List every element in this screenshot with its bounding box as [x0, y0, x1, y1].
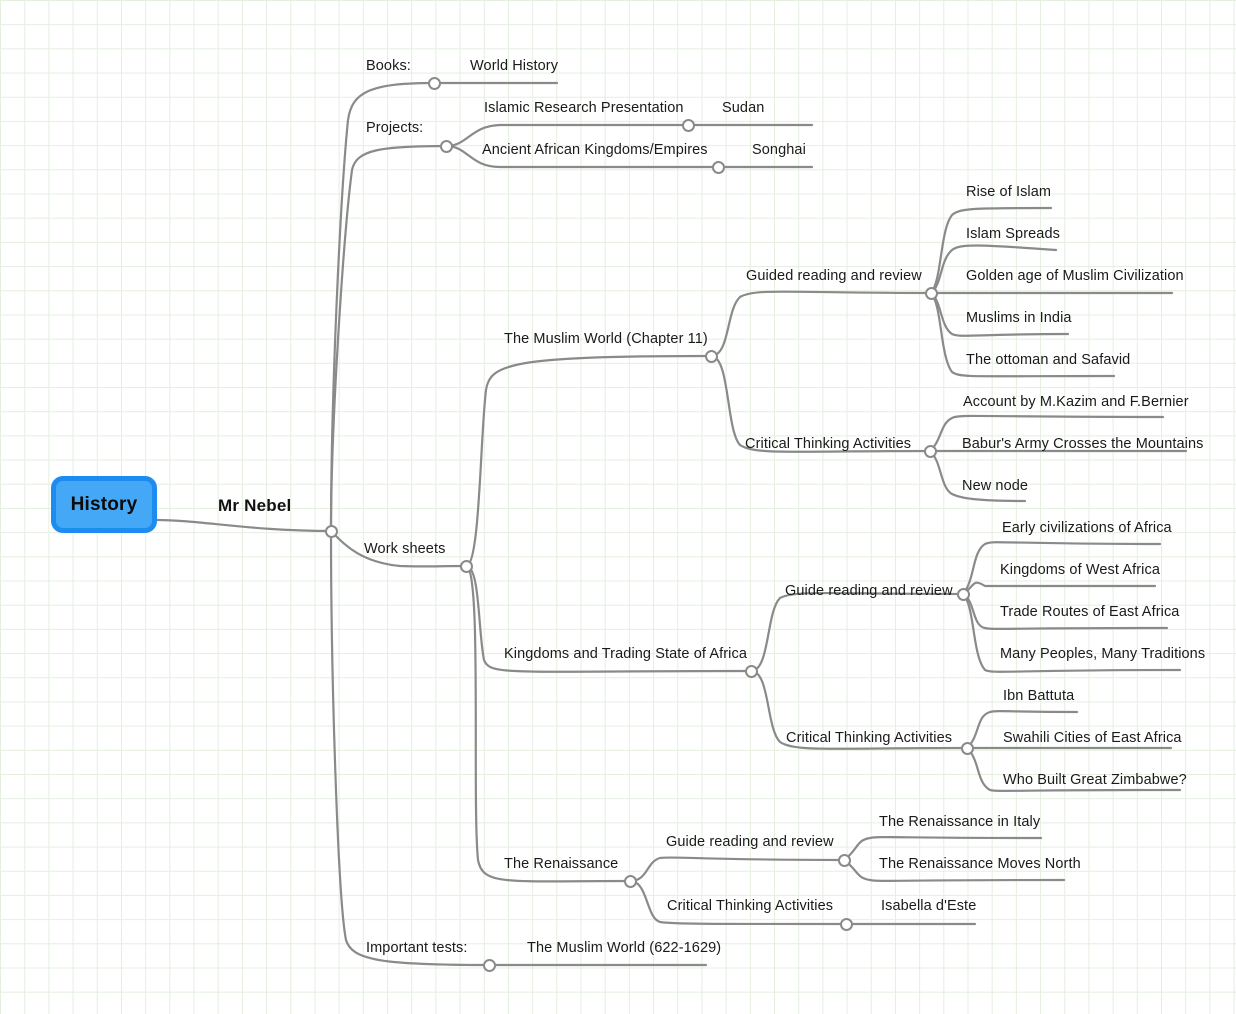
node-muslim-critical-thinking[interactable]	[923, 444, 937, 458]
node-renaissance[interactable]	[623, 874, 637, 888]
node-africa-guide-reading[interactable]	[956, 587, 970, 601]
label-the-ottoman-and-safavid[interactable]: The ottoman and Safavid	[966, 352, 1131, 368]
edge-hub-worksheets	[329, 529, 468, 568]
label-early-civilizations-of-africa[interactable]: Early civilizations of Africa	[1002, 520, 1172, 536]
label-rise-of-islam[interactable]: Rise of Islam	[966, 184, 1052, 200]
edge-ws-muslim	[464, 354, 713, 568]
node-hub-main[interactable]	[324, 524, 338, 538]
edge-africa-guide	[749, 591, 965, 673]
root-branch-label: Mr Nebel	[218, 496, 292, 515]
label-swahili-cities-of-east-africa[interactable]: Swahili Cities of East Africa	[1003, 730, 1182, 746]
label-world-history[interactable]: World History	[470, 58, 559, 74]
label-renaissance-guide-reading-and-review[interactable]: Guide reading and review	[666, 834, 834, 850]
label-baburs-army-crosses-the-mountains[interactable]: Babur's Army Crosses the Mountains	[962, 436, 1204, 452]
edge-hub-tests	[329, 529, 491, 967]
edge-ren-critical	[628, 879, 848, 926]
edge-guided-leaf2	[929, 244, 1058, 295]
edge-ren-guide	[628, 856, 846, 883]
edge-root-to-hub	[155, 518, 333, 533]
edge-ws-renaissance	[464, 564, 632, 883]
node-africa-critical-thinking[interactable]	[960, 741, 974, 755]
node-renaissance-critical-thinking[interactable]	[839, 917, 853, 931]
label-new-node[interactable]: New node	[962, 478, 1029, 494]
edge-acrit-leaf1	[965, 710, 1079, 750]
label-who-built-great-zimbabwe[interactable]: Who Built Great Zimbabwe?	[1003, 772, 1187, 788]
label-golden-age-of-muslim-civilization[interactable]: Golden age of Muslim Civilization	[966, 268, 1184, 284]
label-kingdoms-of-west-africa[interactable]: Kingdoms of West Africa	[1000, 562, 1160, 578]
edge-aguide-leaf4	[961, 592, 1182, 673]
label-renaissance-critical-thinking-activities[interactable]: Critical Thinking Activities	[667, 898, 834, 914]
label-ibn-battuta[interactable]: Ibn Battuta	[1003, 688, 1075, 704]
edge-guided-leaf1	[929, 206, 1053, 295]
label-africa-critical-thinking-activities[interactable]: Critical Thinking Activities	[786, 730, 953, 746]
edge-hub-projects	[329, 144, 448, 533]
node-worksheets[interactable]	[459, 559, 473, 573]
root-node-label: History	[70, 493, 138, 515]
node-guided-reading[interactable]	[924, 286, 938, 300]
label-work-sheets[interactable]: Work sheets	[364, 541, 446, 557]
label-the-renaissance-moves-north[interactable]: The Renaissance Moves North	[879, 856, 1081, 872]
node-renaissance-guide-reading[interactable]	[837, 853, 851, 867]
edge-projects-item2	[444, 144, 720, 169]
label-sudan[interactable]: Sudan	[722, 100, 765, 116]
label-trade-routes-of-east-africa[interactable]: Trade Routes of East Africa	[1000, 604, 1180, 620]
edge-muslim-guided	[709, 290, 933, 358]
label-projects[interactable]: Projects:	[366, 120, 424, 136]
edge-africa-critical	[749, 669, 969, 750]
label-islamic-research-presentation[interactable]: Islamic Research Presentation	[484, 100, 684, 116]
edge-acrit-leaf3	[965, 746, 1182, 792]
label-africa-guide-reading-and-review[interactable]: Guide reading and review	[785, 583, 953, 599]
edge-rguide-leaf2	[842, 858, 1066, 882]
label-songhai[interactable]: Songhai	[752, 142, 806, 158]
edge-projects-item1	[444, 123, 690, 148]
label-muslim-critical-thinking-activities[interactable]: Critical Thinking Activities	[745, 436, 912, 452]
root-node[interactable]: History	[51, 476, 157, 533]
label-the-renaissance-in-italy[interactable]: The Renaissance in Italy	[879, 814, 1041, 830]
edge-guided-leaf4	[929, 291, 1070, 337]
edge-aguide-leaf1	[961, 541, 1162, 596]
node-muslim-world[interactable]	[704, 349, 718, 363]
node-sudan[interactable]	[681, 118, 695, 132]
label-account-by-mkazim-and-fbernier[interactable]: Account by M.Kazim and F.Bernier	[963, 394, 1189, 410]
edge-muslim-critical	[709, 354, 932, 453]
edge-aguide-leaf2	[961, 581, 1157, 596]
label-the-muslim-world-622-1629[interactable]: The Muslim World (622-1629)	[527, 940, 722, 956]
edge-ws-africa	[464, 564, 753, 673]
edge-aguide-leaf3	[961, 592, 1169, 630]
label-the-muslim-world-chapter-11[interactable]: The Muslim World (Chapter 11)	[504, 331, 708, 347]
edge-mcrit-leaf3	[928, 449, 1027, 503]
node-songhai[interactable]	[711, 160, 725, 174]
label-the-renaissance[interactable]: The Renaissance	[504, 856, 619, 872]
label-muslims-in-india[interactable]: Muslims in India	[966, 310, 1072, 326]
node-important-tests[interactable]	[482, 958, 496, 972]
node-projects[interactable]	[439, 139, 453, 153]
label-guided-reading-and-review[interactable]: Guided reading and review	[746, 268, 922, 284]
label-books[interactable]: Books:	[366, 58, 411, 74]
node-africa[interactable]	[744, 664, 758, 678]
label-ancient-african-kingdoms[interactable]: Ancient African Kingdoms/Empires	[482, 142, 708, 158]
label-kingdoms-and-trading-state-of-africa[interactable]: Kingdoms and Trading State of Africa	[504, 646, 747, 662]
edge-mcrit-leaf1	[928, 414, 1165, 453]
label-isabella-deste[interactable]: Isabella d'Este	[881, 898, 977, 914]
label-important-tests[interactable]: Important tests:	[366, 940, 468, 956]
edge-guided-leaf5	[929, 291, 1116, 378]
label-many-peoples-many-traditions[interactable]: Many Peoples, Many Traditions	[1000, 646, 1206, 662]
label-islam-spreads[interactable]: Islam Spreads	[966, 226, 1060, 242]
node-books[interactable]	[427, 76, 441, 90]
edge-rguide-leaf1	[842, 836, 1043, 862]
